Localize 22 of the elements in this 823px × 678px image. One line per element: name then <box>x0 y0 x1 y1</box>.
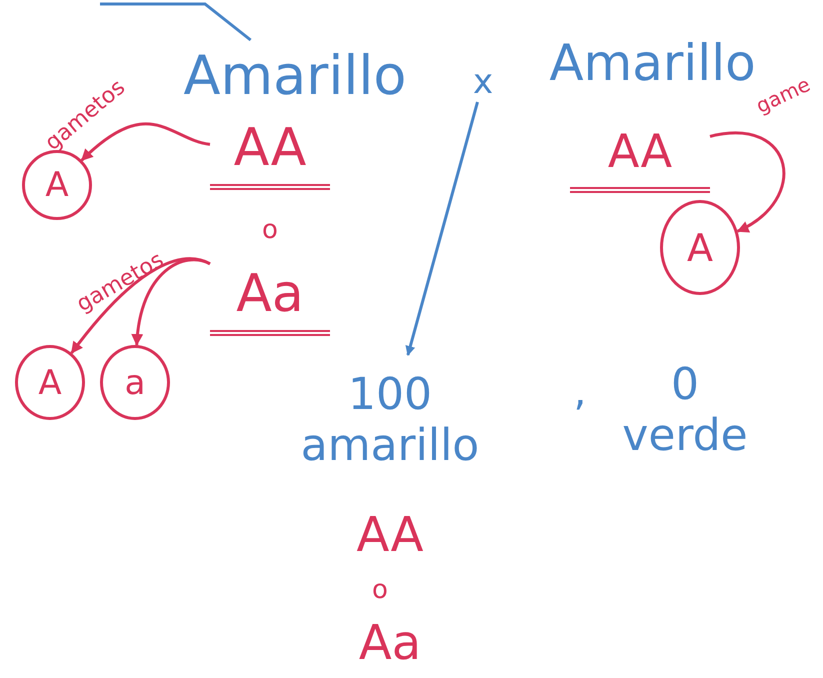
handwritten-word: Amarillo <box>165 40 425 110</box>
genotype-label: Aa <box>358 614 422 673</box>
note-text: 0 verde <box>621 358 749 463</box>
genotype-label: AA <box>210 112 330 190</box>
gamete-circle: A <box>15 345 85 420</box>
result-text: 100 amarillo <box>270 355 510 485</box>
line <box>100 2 252 42</box>
gamete-circle: A <box>660 200 740 295</box>
note-text: , <box>572 372 588 412</box>
genotype-label: AA <box>355 506 424 565</box>
gamete-circle: A <box>22 150 92 220</box>
note-text: o <box>261 214 279 247</box>
arrow <box>405 102 479 356</box>
handwritten-word: Amarillo <box>540 28 765 98</box>
cross-sign: x <box>465 62 501 102</box>
arrow <box>80 122 210 162</box>
arrow <box>132 258 211 346</box>
gamete-circle: a <box>100 345 170 420</box>
genotype-label: AA <box>570 115 710 193</box>
note-text: o <box>371 574 389 607</box>
genotype-label: Aa <box>210 258 330 336</box>
arrow <box>710 132 786 233</box>
